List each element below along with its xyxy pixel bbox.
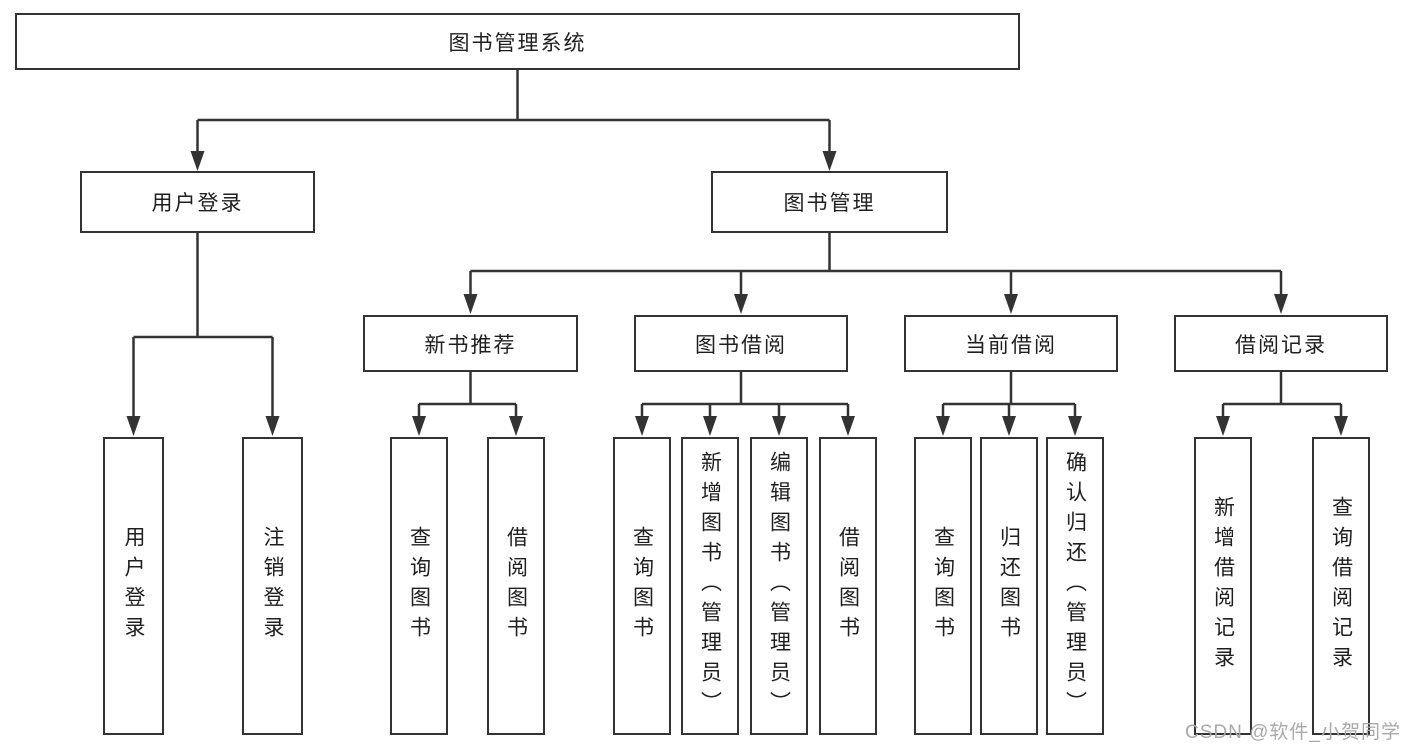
node-label: 用户登录 <box>151 192 244 215</box>
csdn-watermark: CSDN @软件_小贺同学 <box>1185 722 1401 743</box>
leaf-query-books-borrow: 查询图书 <box>613 437 671 735</box>
node-label: 图书管理 <box>783 192 876 215</box>
leaf-add-borrow-record: 新增借阅记录 <box>1194 437 1252 735</box>
connectors-current-borrow-leaves <box>936 372 1082 436</box>
node-label: 图书管理系统 <box>448 31 587 55</box>
node-book-management: 图书管理 <box>711 171 948 233</box>
node-label: 确认归还（管理员） <box>1063 451 1087 721</box>
leaf-query-books-current: 查询图书 <box>914 437 972 735</box>
node-label: 新增图书（管理员） <box>698 451 722 721</box>
connectors-book-borrow-leaves <box>635 372 855 436</box>
connectors-new-book-leaves <box>412 372 523 436</box>
node-user-login: 用户登录 <box>80 171 315 233</box>
node-label: 注销登录 <box>261 526 284 646</box>
connectors-user-login-subtree <box>126 233 280 436</box>
connectors-borrow-records-leaves <box>1216 372 1348 436</box>
node-label: 图书借阅 <box>695 333 787 357</box>
leaf-confirm-return-admin: 确认归还（管理员） <box>1046 437 1104 735</box>
node-label: 归还图书 <box>997 526 1021 646</box>
node-borrowing-records: 借阅记录 <box>1174 315 1388 372</box>
node-label: 当前借阅 <box>965 333 1057 357</box>
leaf-logout: 注销登录 <box>242 437 303 735</box>
node-book-borrowing: 图书借阅 <box>634 315 848 372</box>
leaf-return-books: 归还图书 <box>980 437 1038 735</box>
leaf-user-login: 用户登录 <box>103 437 164 735</box>
node-label: 借阅图书 <box>504 526 528 646</box>
leaf-borrow-books: 借阅图书 <box>819 437 877 735</box>
leaf-query-borrow-record: 查询借阅记录 <box>1312 437 1370 735</box>
node-label: 借阅图书 <box>836 526 860 646</box>
node-label: 用户登录 <box>122 526 145 646</box>
leaf-add-book-admin: 新增图书（管理员） <box>681 437 739 735</box>
node-label: 查询图书 <box>630 526 654 646</box>
connectors-book-mgmt-to-level3 <box>463 233 1288 314</box>
node-label: 新增借阅记录 <box>1211 496 1235 676</box>
node-label: 查询图书 <box>407 526 431 646</box>
node-label: 编辑图书（管理员） <box>767 451 791 721</box>
node-current-borrowing: 当前借阅 <box>904 315 1118 372</box>
node-new-book-recommendation: 新书推荐 <box>363 315 578 372</box>
connectors-root-to-level2 <box>190 70 837 171</box>
node-label: 新书推荐 <box>424 333 517 357</box>
leaf-query-books-recommend: 查询图书 <box>390 437 448 735</box>
leaf-edit-book-admin: 编辑图书（管理员） <box>750 437 808 735</box>
node-root: 图书管理系统 <box>15 13 1020 70</box>
node-label: 查询借阅记录 <box>1329 496 1353 676</box>
node-label: 查询图书 <box>931 526 955 646</box>
leaf-borrow-books-recommend: 借阅图书 <box>487 437 545 735</box>
node-label: 借阅记录 <box>1235 333 1327 357</box>
